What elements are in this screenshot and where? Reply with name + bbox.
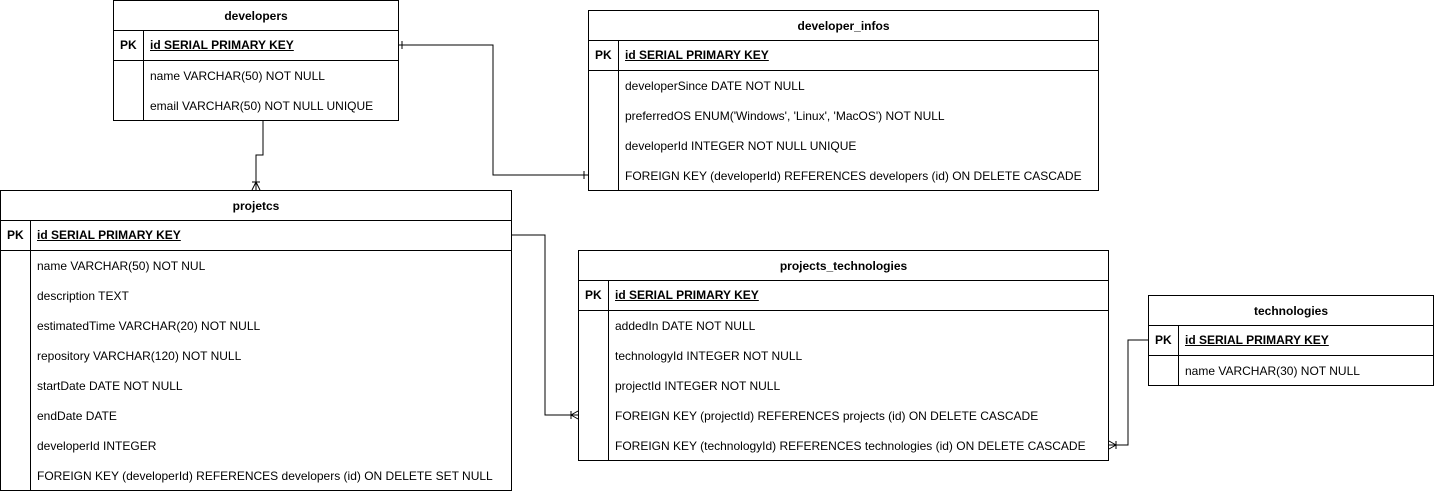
pk-label: PK [1, 221, 31, 250]
field-row: preferredOS ENUM('Windows', 'Linux', 'Ma… [625, 109, 945, 123]
key-column [579, 311, 609, 461]
field-row: FOREIGN KEY (projectId) REFERENCES proje… [615, 409, 1039, 423]
field-row: name VARCHAR(50) NOT NULL [150, 69, 325, 83]
key-column [1149, 356, 1179, 386]
field-column: name VARCHAR(50) NOT NULL email VARCHAR(… [144, 61, 398, 121]
field-row: FOREIGN KEY (developerId) REFERENCES dev… [37, 469, 493, 483]
pk-label: PK [1149, 326, 1179, 355]
connector-projetcs-projects-technologies [511, 234, 579, 420]
table-projetcs[interactable]: projetcs PK id SERIAL PRIMARY KEY name V… [0, 190, 512, 491]
field-row: developerId INTEGER [37, 439, 157, 453]
pk-field: id SERIAL PRIMARY KEY [615, 288, 759, 302]
pk-field: id SERIAL PRIMARY KEY [1185, 333, 1329, 347]
key-column [1, 251, 31, 491]
field-column: name VARCHAR(50) NOT NUL description TEX… [31, 251, 511, 491]
primary-key-row: PK id SERIAL PRIMARY KEY [579, 281, 1108, 311]
pk-label: PK [589, 41, 619, 70]
key-column [114, 61, 144, 121]
field-row: developerSince DATE NOT NULL [625, 79, 805, 93]
field-column: developerSince DATE NOT NULL preferredOS… [619, 71, 1098, 191]
primary-key-row: PK id SERIAL PRIMARY KEY [1149, 326, 1433, 356]
field-row: developerId INTEGER NOT NULL UNIQUE [625, 139, 857, 153]
field-row: technologyId INTEGER NOT NULL [615, 349, 803, 363]
field-rows: addedIn DATE NOT NULL technologyId INTEG… [579, 311, 1108, 461]
pk-field: id SERIAL PRIMARY KEY [37, 228, 181, 242]
table-projects-technologies[interactable]: projects_technologies PK id SERIAL PRIMA… [578, 250, 1109, 461]
field-rows: name VARCHAR(50) NOT NULL email VARCHAR(… [114, 61, 398, 121]
field-row: name VARCHAR(30) NOT NULL [1185, 364, 1360, 378]
table-title: projects_technologies [579, 251, 1108, 281]
table-title: developers [114, 1, 398, 31]
table-technologies[interactable]: technologies PK id SERIAL PRIMARY KEY na… [1148, 295, 1434, 386]
field-row: description TEXT [37, 289, 129, 303]
table-developers[interactable]: developers PK id SERIAL PRIMARY KEY name… [113, 0, 399, 121]
field-row: FOREIGN KEY (developerId) REFERENCES dev… [625, 169, 1082, 183]
field-column: name VARCHAR(30) NOT NULL [1179, 356, 1433, 386]
field-row: estimatedTime VARCHAR(20) NOT NULL [37, 319, 261, 333]
field-row: repository VARCHAR(120) NOT NULL [37, 349, 242, 363]
field-row: name VARCHAR(50) NOT NUL [37, 259, 206, 273]
table-title: developer_infos [589, 11, 1098, 41]
field-row: FOREIGN KEY (technologyId) REFERENCES te… [615, 439, 1086, 453]
field-row: addedIn DATE NOT NULL [615, 319, 756, 333]
field-column: addedIn DATE NOT NULL technologyId INTEG… [609, 311, 1108, 461]
pk-label: PK [579, 281, 609, 310]
connector-developers-projetcs [251, 121, 264, 191]
connector-technologies-projects-technologies [1108, 339, 1148, 450]
field-row: startDate DATE NOT NULL [37, 379, 183, 393]
table-developer-infos[interactable]: developer_infos PK id SERIAL PRIMARY KEY… [588, 10, 1099, 191]
pk-field: id SERIAL PRIMARY KEY [625, 48, 769, 62]
table-title: projetcs [1, 191, 511, 221]
field-rows: name VARCHAR(50) NOT NUL description TEX… [1, 251, 511, 491]
field-row: endDate DATE [37, 409, 117, 423]
primary-key-row: PK id SERIAL PRIMARY KEY [1, 221, 511, 251]
field-row: projectId INTEGER NOT NULL [615, 379, 781, 393]
table-title: technologies [1149, 296, 1433, 326]
field-row: email VARCHAR(50) NOT NULL UNIQUE [150, 99, 374, 113]
pk-label: PK [114, 31, 144, 60]
key-column [589, 71, 619, 191]
pk-field: id SERIAL PRIMARY KEY [150, 38, 294, 52]
connector-developers-developer-infos [398, 41, 588, 179]
primary-key-row: PK id SERIAL PRIMARY KEY [589, 41, 1098, 71]
field-rows: developerSince DATE NOT NULL preferredOS… [589, 71, 1098, 191]
field-rows: name VARCHAR(30) NOT NULL [1149, 356, 1433, 386]
primary-key-row: PK id SERIAL PRIMARY KEY [114, 31, 398, 61]
